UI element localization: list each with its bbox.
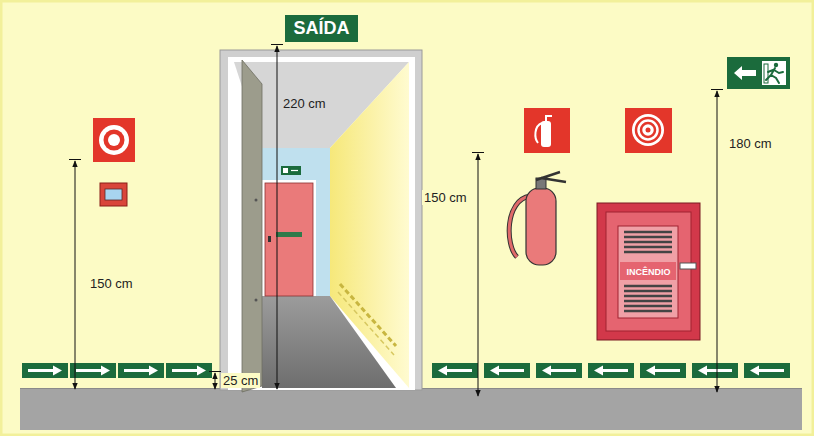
alarm-sign [108,134,120,146]
hose-sign [636,118,660,142]
hose-sign [625,108,672,153]
sign-text: SAÍDA [293,18,349,39]
dimension-line [711,89,723,90]
exit-door [268,236,271,242]
dimension-line [717,91,718,392]
dimension-label: 150 cm [422,190,469,205]
hose-sign [632,114,664,146]
alarm-sign [104,130,125,151]
exit-sign [762,61,786,85]
sign-text: INCÊNDIO [624,266,672,278]
dimension-line [478,154,479,396]
hose-sign [641,123,655,137]
floor-arrow-strip [536,363,582,378]
exit-sign [727,57,790,89]
floor-band [20,388,802,430]
extinguisher-sign [535,123,542,143]
exit-sign [727,57,790,89]
floor-arrow-strip [166,363,212,378]
dimension-line [472,152,484,153]
exit-door [340,284,396,346]
extinguisher [526,188,556,265]
dimension-line [277,46,278,389]
exit-door [255,199,258,202]
exit-door [283,168,288,173]
extinguisher-sign [524,108,570,153]
floor-arrow-strip [22,363,68,378]
floor-arrow-strip [118,363,164,378]
floor-arrow-strip [640,363,686,378]
dimension-line [271,44,283,45]
exit-sign [764,64,768,83]
extinguisher [536,172,566,182]
extinguisher-sign [524,108,570,153]
exit-door [338,292,394,355]
exit-door [265,183,313,296]
hose-cabinet [597,203,700,340]
floor-arrow-strip [744,363,790,378]
alarm-sign [99,125,129,155]
exit-door [276,232,302,237]
exit-door [220,50,422,392]
hose-cabinet [618,226,678,318]
alarm-sign [93,118,135,162]
dimension-label: 25 cm [221,373,260,388]
exit-sign-box: SAÍDA [285,15,358,42]
hose-cabinet [624,232,672,311]
exit-door [291,170,298,171]
exit-door [262,180,316,296]
exit-door [262,148,330,296]
hose-sign [625,108,672,153]
exit-door [242,60,262,392]
floor-arrow-strip [588,363,634,378]
dimension-line [69,45,723,397]
dimension-line [75,161,76,389]
alarm-button [100,183,127,206]
dimension-line [69,159,81,160]
floor-arrow-strip [70,363,116,378]
dimension-label: 150 cm [88,276,135,291]
exit-door [281,166,301,175]
extinguisher-sign [546,116,552,121]
floor-arrow-strip [692,363,738,378]
extinguisher [509,172,566,265]
dimension-label: 180 cm [727,136,774,151]
hose-cabinet [597,203,700,340]
hose-cabinet [680,263,696,269]
hose-cabinet [620,262,676,280]
floor-arrow-strip [484,363,530,378]
alarm-sign [93,118,135,162]
floor-band [20,388,802,430]
exit-sign [774,63,778,67]
exit-sign [766,68,783,83]
dimension-line [215,373,216,389]
alarm-button [105,189,122,200]
extinguisher-sign [541,121,551,147]
hose-sign [646,128,651,133]
exit-door [262,296,396,388]
exit-sign [734,66,756,80]
hose-cabinet [606,212,691,331]
dimension-line [209,371,221,372]
alarm-button [100,183,127,206]
exit-door [255,299,258,302]
dimension-label: 220 cm [281,96,328,111]
hose-cabinet-box: INCÊNDIO [597,203,700,340]
floor-arrow-strip [432,363,478,378]
